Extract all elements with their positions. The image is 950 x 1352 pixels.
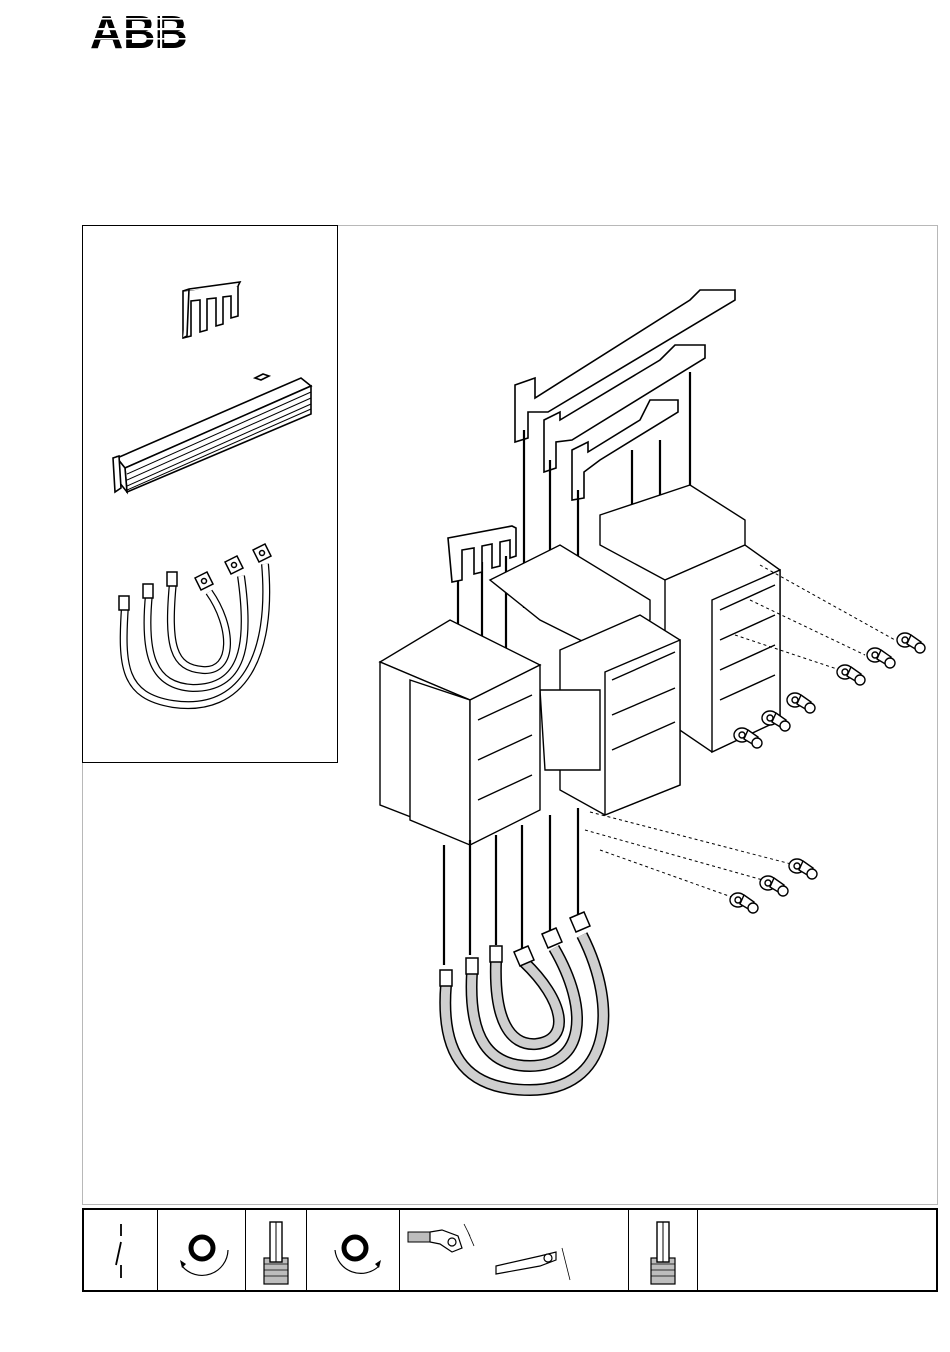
- switch-off-cell: [84, 1210, 158, 1290]
- busbar-top: [515, 290, 735, 500]
- blank-cell: [698, 1210, 936, 1290]
- terminal-icon: [629, 1210, 698, 1290]
- terminal-cell-2: [629, 1210, 698, 1290]
- assembly-drawing: [0, 0, 950, 1210]
- switch-off-icon: [84, 1210, 158, 1290]
- cable-lug-icon: [400, 1210, 629, 1290]
- rotate-left-icon: [307, 1210, 400, 1290]
- terminal-icon: [246, 1210, 307, 1290]
- rotate-right-cell: [158, 1210, 246, 1290]
- instruction-bar: [82, 1208, 938, 1292]
- rotate-left-cell: [307, 1210, 400, 1290]
- contactor-front: [380, 620, 540, 845]
- terminal-cell-1: [246, 1210, 307, 1290]
- cable-lug-cell: [400, 1210, 629, 1290]
- rotate-right-icon: [158, 1210, 246, 1290]
